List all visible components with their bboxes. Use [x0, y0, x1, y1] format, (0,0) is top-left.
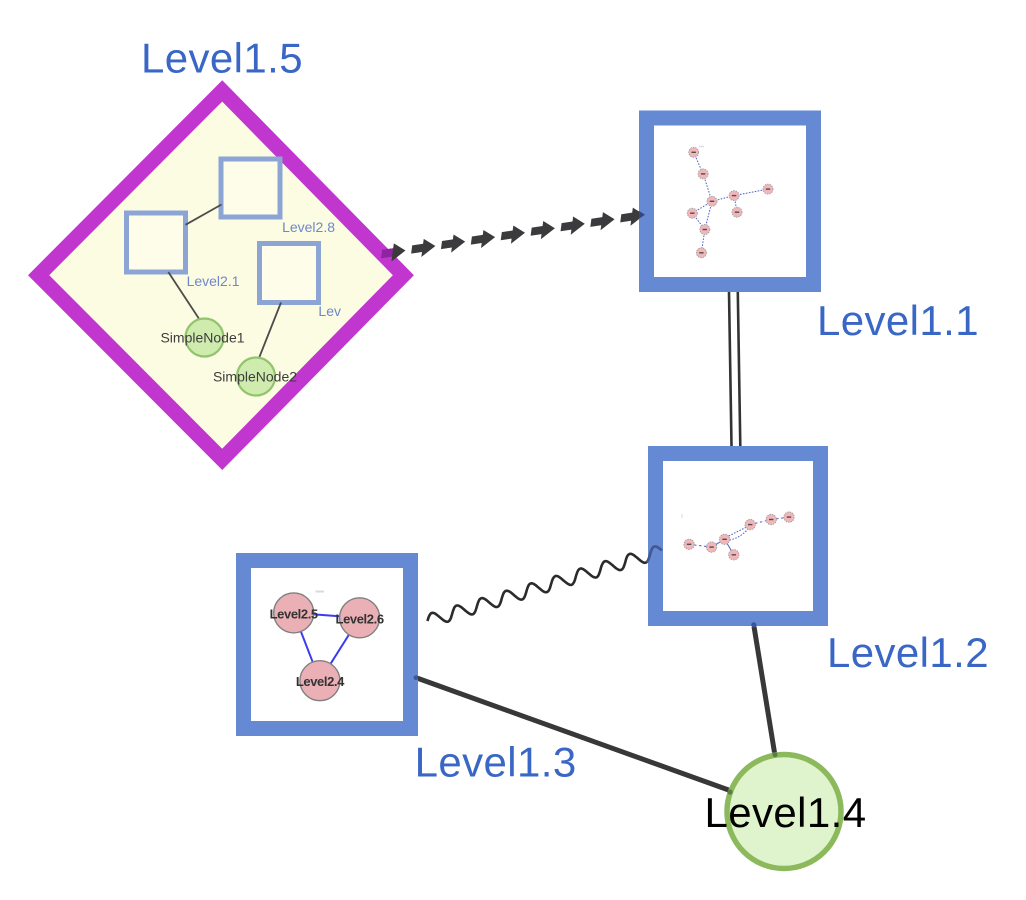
svg-text:SimpleNode1: SimpleNode1 — [160, 330, 244, 346]
svg-text:Level1.4: Level1.4 — [705, 789, 867, 836]
svg-text:Level2.5: Level2.5 — [270, 606, 318, 621]
svg-text:Level1.5: Level1.5 — [141, 35, 303, 82]
svg-text:Level2.4: Level2.4 — [296, 674, 345, 689]
svg-text:Level2.6: Level2.6 — [336, 611, 384, 626]
svg-text:Level1.3: Level1.3 — [415, 739, 577, 786]
svg-text:Level1.1: Level1.1 — [817, 297, 979, 344]
svg-text:Lev: Lev — [318, 303, 341, 319]
svg-text:Level1.2: Level1.2 — [827, 629, 989, 676]
svg-text:Level2.1: Level2.1 — [187, 273, 240, 289]
svg-text:SimpleNode2: SimpleNode2 — [213, 369, 297, 385]
svg-text:Level2.8: Level2.8 — [282, 219, 335, 235]
